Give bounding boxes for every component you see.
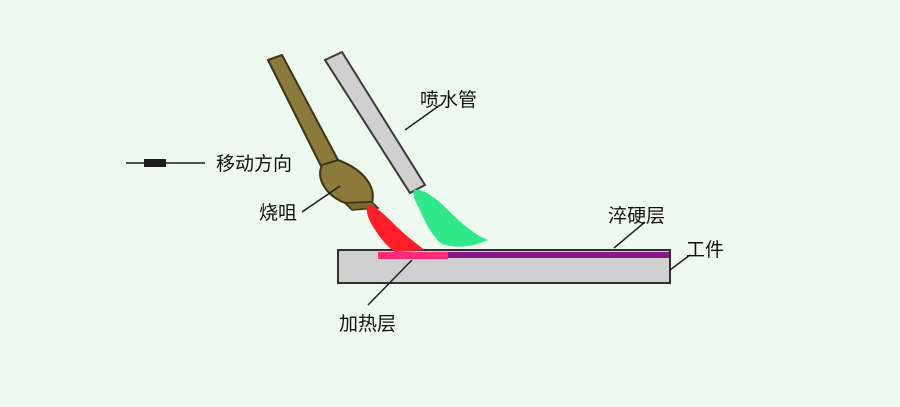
flame xyxy=(366,205,425,252)
hardened-layer xyxy=(378,252,669,258)
hardened-layer-label: 淬硬层 xyxy=(608,205,665,227)
heated-layer xyxy=(378,252,448,259)
heated-leader-line xyxy=(367,259,413,306)
heated-layer-label: 加热层 xyxy=(339,313,396,335)
torch xyxy=(266,53,380,211)
water-spray-pipe xyxy=(323,50,427,195)
arrow-head-block xyxy=(144,159,166,167)
torch-leader-line xyxy=(301,185,341,213)
direction-label: 移动方向 xyxy=(216,153,292,175)
hardened-leader-line xyxy=(613,221,646,249)
workpiece-label: 工件 xyxy=(686,239,724,261)
workpiece-leader-line xyxy=(669,254,691,271)
water-pipe-body xyxy=(323,50,427,195)
water-spray xyxy=(413,189,488,247)
nozzle-leader-line xyxy=(404,104,441,131)
arrow-left-icon xyxy=(126,159,205,167)
nozzle-label: 喷水管 xyxy=(420,89,477,111)
torch-label: 烧咀 xyxy=(259,202,297,224)
